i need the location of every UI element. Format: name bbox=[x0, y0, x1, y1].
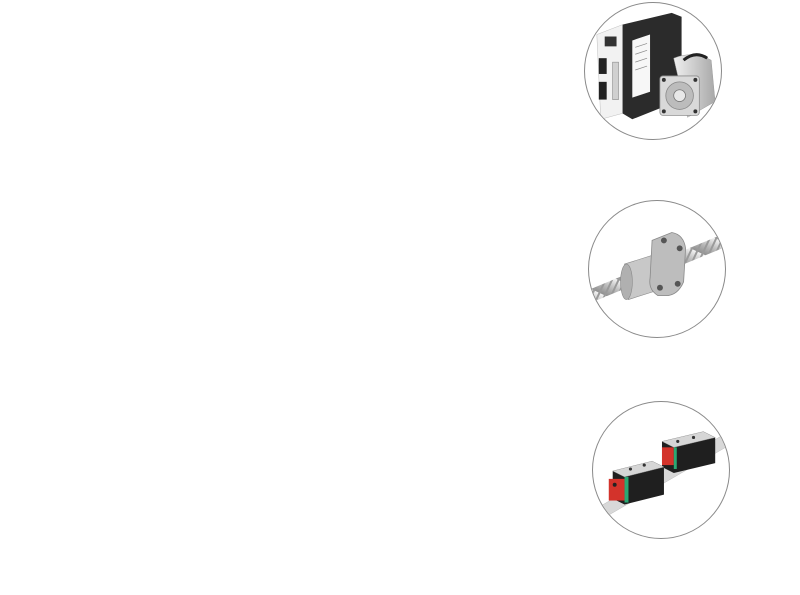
ballscrew-product-image bbox=[588, 200, 726, 338]
linear-guide-product-image bbox=[592, 401, 730, 539]
servo-motor-drive-icon bbox=[596, 12, 716, 120]
servo-product-image bbox=[584, 2, 722, 140]
linear-guide-icon bbox=[593, 431, 729, 525]
ball-screw-icon bbox=[589, 232, 725, 304]
